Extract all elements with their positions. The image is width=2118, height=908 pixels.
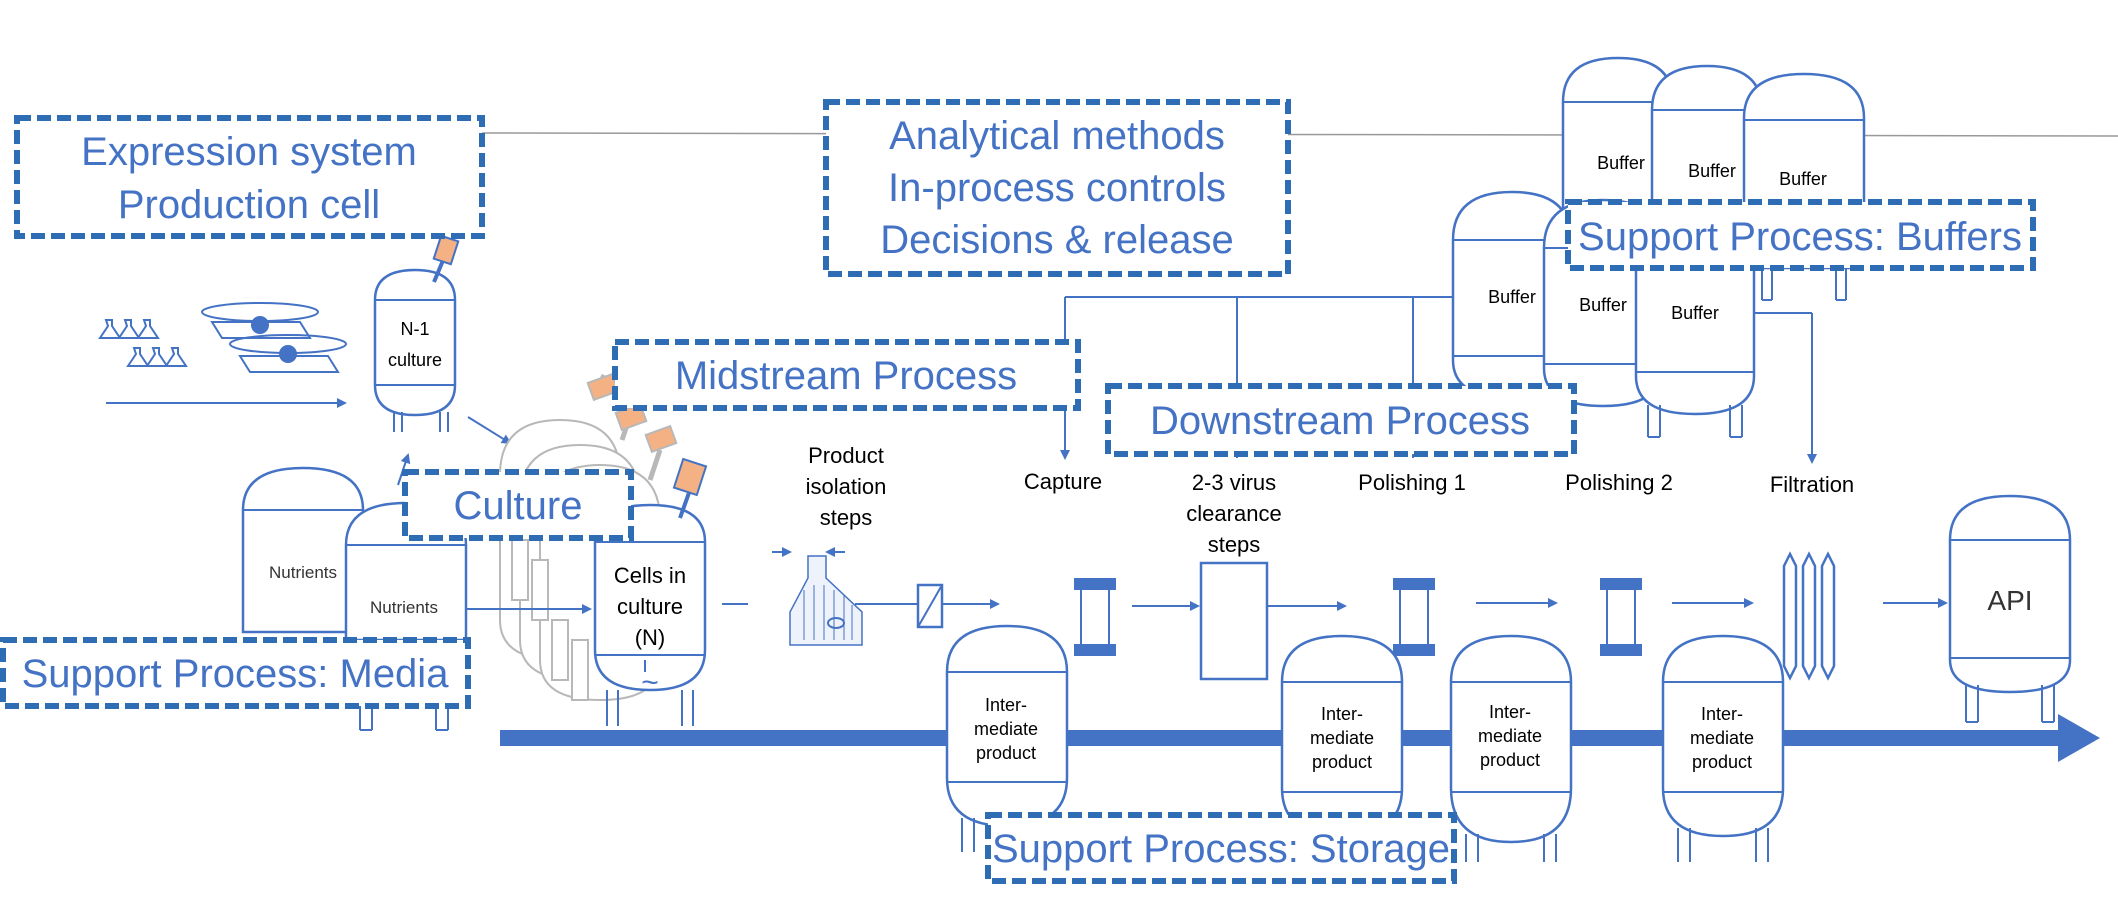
capture-column-icon [1074, 578, 1116, 656]
nutrients-tank-1 [241, 466, 365, 634]
buffers-label: Support Process: Buffers [1578, 215, 2022, 259]
intermediate-vessel-4 [1661, 634, 1785, 862]
intermediate-2-line3: product [1312, 752, 1372, 772]
n1-label-line2: culture [388, 350, 442, 370]
buffer-label-top-2: Buffer [1688, 161, 1736, 181]
downstream-process-box: Downstream Process [1105, 383, 1577, 457]
culture-label: Culture [454, 484, 583, 528]
polishing1-column-icon [1393, 578, 1435, 656]
virus-label-line3: steps [1208, 532, 1261, 557]
agitator-symbol: ~ [641, 666, 659, 699]
intermediate-4-line2: mediate [1690, 728, 1754, 748]
midstream-label: Midstream Process [675, 354, 1017, 398]
expression-line1: Expression system [81, 130, 417, 174]
analytical-methods-box: Analytical methods In-process controls D… [823, 99, 1291, 277]
support-storage-box: Support Process: Storage [985, 812, 1457, 884]
buffer-label-top-3: Buffer [1779, 169, 1827, 189]
intermediate-1-line3: product [976, 743, 1036, 763]
api-label: API [1987, 585, 2032, 616]
polishing2-column-icon [1600, 578, 1642, 656]
intermediate-4-line3: product [1692, 752, 1752, 772]
intermediate-1-line1: Inter- [985, 695, 1027, 715]
downstream-label: Downstream Process [1150, 399, 1530, 443]
filtration-label: Filtration [1770, 472, 1854, 497]
nutrients-label-1: Nutrients [269, 563, 337, 582]
media-label: Support Process: Media [22, 652, 450, 696]
intermediate-3-line3: product [1480, 750, 1540, 770]
intermediate-vessel-3 [1449, 634, 1573, 862]
polishing1-label: Polishing 1 [1358, 470, 1466, 495]
expression-line2: Production cell [118, 183, 380, 227]
buffer-label-mid-3: Buffer [1671, 303, 1719, 323]
buffer-label-mid-2: Buffer [1579, 295, 1627, 315]
shaker-icon [201, 302, 347, 373]
intermediate-3-line1: Inter- [1489, 702, 1531, 722]
intermediate-4-line1: Inter- [1701, 704, 1743, 724]
isolation-label-line3: steps [820, 505, 873, 530]
n1-culture-vessel [373, 234, 460, 432]
isolation-label-line2: isolation [806, 474, 887, 499]
storage-label: Support Process: Storage [992, 827, 1450, 871]
centrifuge-icon [772, 547, 863, 646]
cells-label-line2: culture [617, 594, 683, 619]
intermediate-3-line2: mediate [1478, 726, 1542, 746]
buffer-label-top-1: Buffer [1597, 153, 1645, 173]
intermediate-2-line1: Inter- [1321, 704, 1363, 724]
flasks-icon [98, 319, 188, 367]
analytical-line2: In-process controls [888, 166, 1226, 210]
top-divider [481, 132, 2118, 137]
capture-label: Capture [1024, 469, 1102, 494]
analytical-line3: Decisions & release [880, 218, 1234, 262]
intermediate-2-line2: mediate [1310, 728, 1374, 748]
n1-label-line1: N-1 [400, 319, 429, 339]
support-media-box: Support Process: Media [0, 637, 471, 709]
support-buffers-box: Support Process: Buffers [1565, 199, 2036, 271]
virus-label-line2: clearance [1186, 501, 1281, 526]
cells-label-line1: Cells in [614, 563, 686, 588]
nutrients-label-2: Nutrients [370, 598, 438, 617]
polishing2-label: Polishing 2 [1565, 470, 1673, 495]
depth-filter-icon [916, 583, 944, 629]
isolation-label-line1: Product [808, 443, 884, 468]
virus-clearance-box [1199, 561, 1269, 681]
api-vessel [1948, 494, 2072, 723]
midstream-process-box: Midstream Process [612, 339, 1081, 411]
buffer-label-mid-1: Buffer [1488, 287, 1536, 307]
analytical-line1: Analytical methods [889, 114, 1225, 158]
intermediate-1-line2: mediate [974, 719, 1038, 739]
arrow-n1-to-culture [467, 416, 512, 445]
culture-box: Culture [402, 469, 634, 541]
expression-system-box: Expression system Production cell [14, 115, 485, 239]
virus-label-line1: 2-3 virus [1192, 470, 1276, 495]
filter-cartridges-icon [1782, 551, 1836, 681]
cells-label-line3: (N) [635, 625, 666, 650]
